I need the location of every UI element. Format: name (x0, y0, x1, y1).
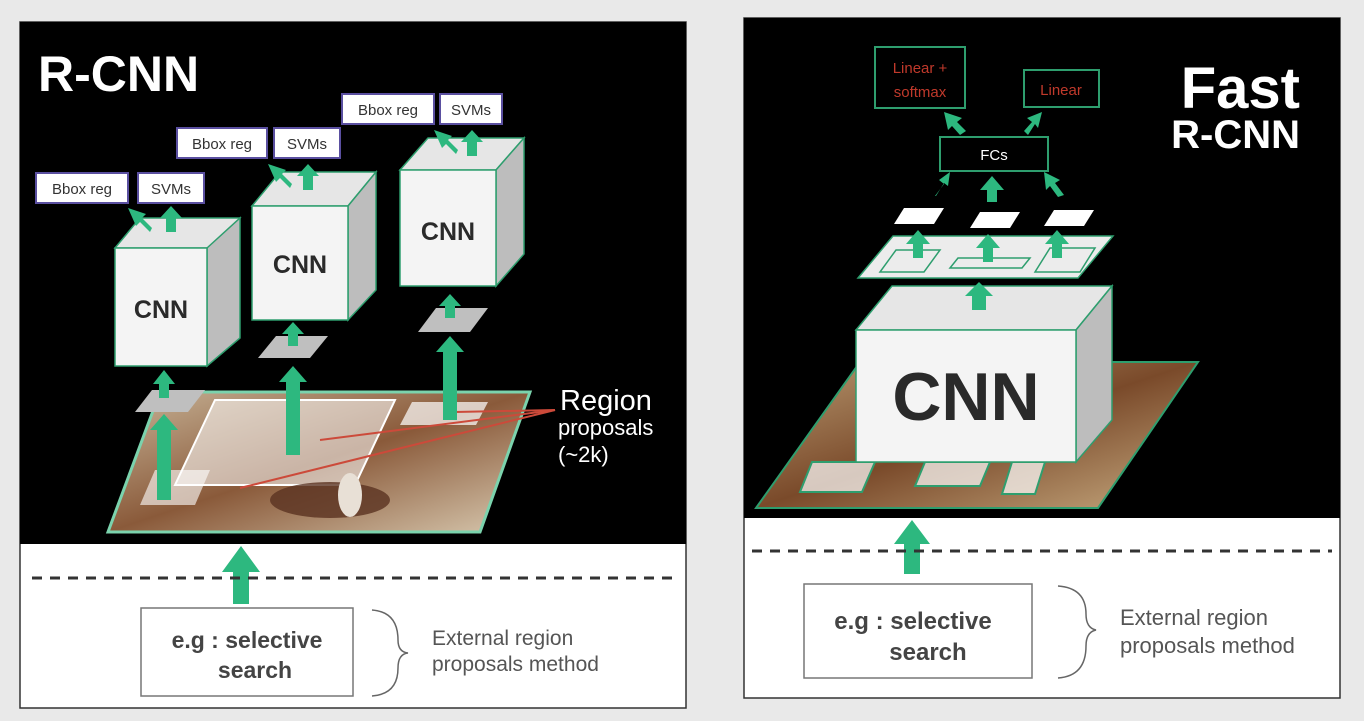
svms-label-2: SVMs (287, 136, 327, 153)
arrow-cnn2-bbox (268, 164, 292, 188)
arrow-cnn1-bbox (128, 208, 152, 232)
arrow-cnn-to-featuremap (965, 282, 993, 310)
fast-rcnn-title-2: R-CNN (1171, 113, 1300, 157)
cnn-cube-2: CNN (250, 169, 378, 322)
linear-softmax-label-2: softmax (894, 84, 947, 101)
svms-box-3 (439, 93, 503, 125)
warped-patch-2 (258, 336, 328, 358)
arrow-fcs-to-linear (1024, 112, 1042, 135)
fast-rcnn-search-text-1: e.g : selective (834, 608, 991, 635)
bbox-reg-box-2 (176, 127, 268, 159)
arrow-image-to-patch-3 (436, 336, 464, 420)
rcnn-panel: R-CNN Region proposals (~2k) CNN (19, 21, 687, 709)
arrow-cnn2-svms (297, 164, 319, 190)
fast-rcnn-curly-brace (1057, 585, 1097, 679)
bbox-reg-label-1: Bbox reg (52, 181, 112, 198)
rcnn-search-text-2: search (218, 657, 292, 683)
arrow-cnn3-bbox (434, 130, 458, 154)
arrow-patch-to-cnn-3 (439, 294, 461, 318)
fast-rcnn-external-text-1: External region (1120, 605, 1268, 630)
region-label-2: proposals (558, 415, 653, 440)
svms-label-1: SVMs (151, 181, 191, 198)
cnn-cube-1: CNN (113, 216, 242, 368)
fast-rcnn-search-text-2: search (889, 639, 966, 666)
fast-rcnn-arrows (894, 112, 1069, 574)
bbox-reg-box-3 (341, 93, 435, 125)
cnn-label-3: CNN (421, 218, 475, 246)
arrow-patch-to-cnn-2 (282, 322, 304, 346)
fcs-label: FCs (980, 147, 1008, 164)
svms-label-3: SVMs (451, 102, 491, 119)
arrow-patch-to-cnn-1 (153, 370, 175, 398)
arrow-roi-2 (976, 234, 1000, 262)
bbox-reg-box-1 (35, 172, 129, 204)
roi-pooled-patch-1 (894, 208, 944, 224)
fast-rcnn-title-1: Fast (1181, 56, 1300, 121)
linear-softmax-box (874, 46, 966, 109)
fast-rcnn-external-text-2: proposals method (1120, 633, 1295, 658)
roi-pooled-patch-2 (970, 212, 1020, 228)
warped-patch-3 (418, 308, 488, 332)
rcnn-title: R-CNN (38, 46, 199, 102)
fcs-box (939, 136, 1049, 172)
arrow-search-to-image-right (894, 520, 930, 574)
rcnn-external-text-2: proposals method (432, 653, 599, 676)
region-label-3: (~2k) (558, 442, 609, 467)
rcnn-curly-brace (371, 609, 409, 697)
arrow-fcs-to-softmax (944, 112, 966, 135)
cnn-label-2: CNN (273, 251, 327, 279)
arrow-search-to-image (222, 546, 260, 604)
bbox-reg-label-2: Bbox reg (192, 136, 252, 153)
bbox-reg-label-3: Bbox reg (358, 102, 418, 119)
fast-rcnn-cnn-label: CNN (892, 359, 1039, 435)
rcnn-external-text-1: External region (432, 627, 573, 650)
arrow-image-to-patch-2 (279, 366, 307, 455)
arrow-roi-3 (1045, 230, 1069, 258)
output-boxes-2: Bbox reg SVMs (176, 127, 341, 159)
arrow-patch3-to-fcs (1044, 172, 1064, 197)
fast-rcnn-panel: Fast R-CNN CNN FCs (743, 17, 1341, 699)
linear-box (1023, 69, 1100, 108)
arrow-cnn1-svms (160, 206, 182, 232)
linear-softmax-label-1: Linear + (893, 60, 948, 77)
cnn-cube-3: CNN (398, 136, 526, 288)
region-label-1: Region (560, 385, 652, 417)
cnn-label-1: CNN (134, 296, 188, 324)
rcnn-image-plane (105, 390, 533, 534)
output-boxes-3: Bbox reg SVMs (341, 93, 503, 125)
rcnn-arrows (128, 130, 483, 604)
arrow-roi-1 (906, 230, 930, 258)
svms-box-1 (137, 172, 205, 204)
fast-rcnn-cnn-cube: CNN (854, 283, 1114, 465)
region-pointer-lines (239, 409, 556, 489)
linear-label: Linear (1040, 82, 1082, 99)
warped-patch-1 (135, 390, 205, 412)
arrow-patch1-to-fcs (935, 172, 950, 196)
arrow-cnn3-svms (461, 130, 483, 156)
fast-rcnn-search-box (803, 583, 1033, 679)
arrow-image-to-patch-1 (150, 414, 178, 500)
roi-pooled-patch-3 (1044, 210, 1094, 226)
output-boxes-1: Bbox reg SVMs (35, 172, 205, 204)
arrow-patch2-to-fcs (980, 176, 1004, 202)
rcnn-search-box (140, 607, 354, 697)
rcnn-search-text-1: e.g : selective (172, 627, 323, 653)
svms-box-2 (273, 127, 341, 159)
